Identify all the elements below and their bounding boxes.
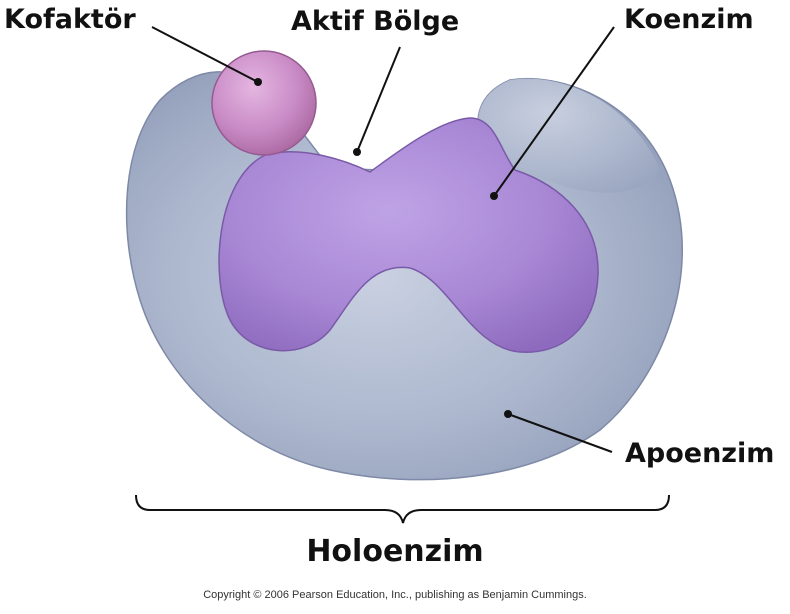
label-holoenzyme: Holoenzim — [0, 537, 790, 567]
label-apoenzyme: Apoenzim — [625, 440, 774, 467]
label-coenzyme: Koenzim — [624, 6, 754, 33]
label-active-site: Aktif Bölge — [291, 8, 459, 35]
holoenzyme-brace — [136, 495, 669, 523]
leader-active-site — [353, 47, 400, 156]
label-cofactor: Kofaktör — [4, 6, 136, 33]
copyright-notice: Copyright © 2006 Pearson Education, Inc.… — [0, 589, 790, 601]
